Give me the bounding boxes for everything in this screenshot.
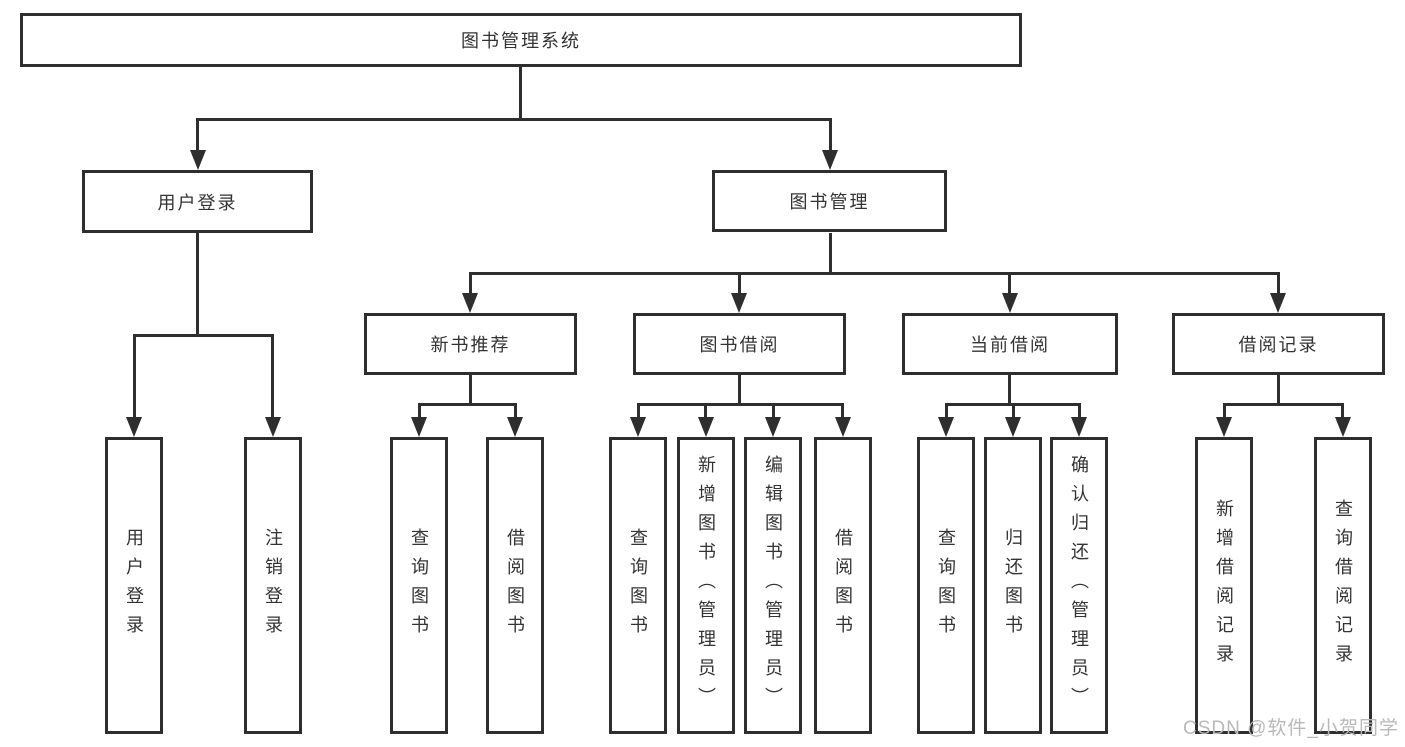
leaf-user-login: 用户登录 <box>105 437 163 734</box>
node-root: 图书管理系统 <box>20 13 1022 67</box>
node-book-management: 图书管理 <box>712 170 947 232</box>
connector-vline <box>196 118 199 150</box>
leaf-query-books-current: 查询图书 <box>917 437 975 734</box>
arrowhead-down-icon <box>462 293 478 313</box>
connector-vline <box>133 334 136 417</box>
connector-hline <box>637 403 844 406</box>
connector-vline <box>704 403 707 419</box>
node-new-book-recommend: 新书推荐 <box>364 313 577 375</box>
arrowhead-down-icon <box>731 293 747 313</box>
node-current-borrow: 当前借阅 <box>902 313 1118 375</box>
arrowhead-down-icon <box>938 417 954 437</box>
connector-vline <box>829 118 832 150</box>
arrowhead-down-icon <box>411 417 427 437</box>
connector-vline <box>1277 375 1280 405</box>
connector-hline <box>418 403 517 406</box>
arrowhead-down-icon <box>765 417 781 437</box>
arrowhead-down-icon <box>507 417 523 437</box>
leaf-return-book: 归还图书 <box>984 437 1042 734</box>
leaf-query-books-borrow: 查询图书 <box>609 437 667 734</box>
leaf-borrow-books-borrow: 借阅图书 <box>814 437 872 734</box>
connector-vline <box>829 233 832 274</box>
arrowhead-down-icon <box>835 417 851 437</box>
node-user-login: 用户登录 <box>82 170 313 233</box>
connector-hline <box>196 118 832 121</box>
arrowhead-down-icon <box>190 150 206 170</box>
leaf-borrow-books-newbook: 借阅图书 <box>486 437 544 734</box>
connector-vline <box>637 403 640 419</box>
connector-vline <box>271 334 274 417</box>
arrowhead-down-icon <box>1002 293 1018 313</box>
connector-vline <box>1012 403 1015 419</box>
arrowhead-down-icon <box>1071 417 1087 437</box>
leaf-add-borrow-record: 新增借阅记录 <box>1195 437 1253 734</box>
arrowhead-down-icon <box>1005 417 1021 437</box>
connector-vline <box>945 403 948 419</box>
connector-vline <box>1277 272 1280 294</box>
connector-hline <box>469 272 1279 275</box>
leaf-edit-book-admin: 编辑图书（管理员） <box>744 437 802 734</box>
arrowhead-down-icon <box>126 417 142 437</box>
connector-vline <box>1223 403 1226 419</box>
csdn-watermark: CSDN @软件_小贺同学 <box>1183 718 1399 739</box>
connector-vline <box>772 403 775 419</box>
connector-hline <box>133 334 274 337</box>
arrowhead-down-icon <box>1216 417 1232 437</box>
arrowhead-down-icon <box>630 417 646 437</box>
connector-vline <box>469 375 472 405</box>
connector-vline <box>196 233 199 336</box>
connector-vline <box>841 403 844 419</box>
connector-vline <box>418 403 421 419</box>
connector-vline <box>738 375 741 405</box>
arrowhead-down-icon <box>1335 417 1351 437</box>
connector-hline <box>1223 403 1344 406</box>
arrowhead-down-icon <box>1270 293 1286 313</box>
connector-vline <box>1078 403 1081 419</box>
leaf-query-books-newbook: 查询图书 <box>390 437 448 734</box>
connector-vline <box>469 272 472 294</box>
leaf-confirm-return-admin: 确认归还（管理员） <box>1050 437 1108 734</box>
leaf-logout: 注销登录 <box>244 437 302 734</box>
leaf-query-borrow-record: 查询借阅记录 <box>1314 437 1372 734</box>
connector-vline <box>1008 272 1011 294</box>
leaf-add-book-admin: 新增图书（管理员） <box>677 437 735 734</box>
connector-vline <box>519 67 522 120</box>
arrowhead-down-icon <box>822 150 838 170</box>
connector-vline <box>514 403 517 419</box>
node-borrow-records: 借阅记录 <box>1172 313 1385 375</box>
connector-vline <box>1008 375 1011 405</box>
connector-vline <box>1341 403 1344 419</box>
arrowhead-down-icon <box>265 417 281 437</box>
node-book-borrow: 图书借阅 <box>633 313 846 375</box>
arrowhead-down-icon <box>698 417 714 437</box>
connector-vline <box>738 272 741 294</box>
